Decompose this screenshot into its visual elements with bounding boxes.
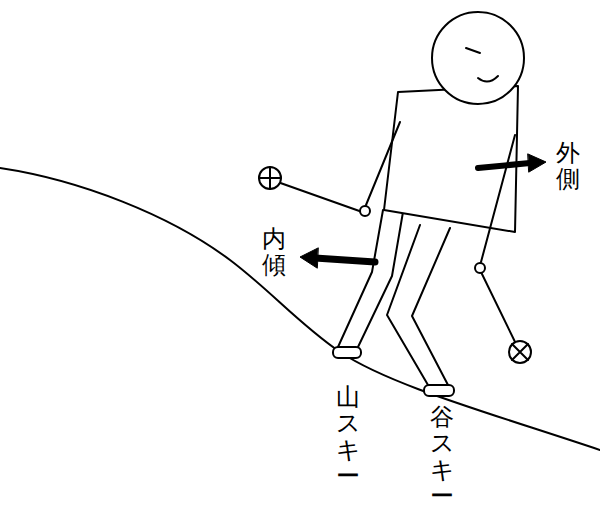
right-basket: [509, 341, 531, 363]
left-pole: [272, 180, 365, 213]
body: [384, 86, 518, 232]
mountain-ski: [333, 347, 361, 358]
direction-label: 内傾: [262, 226, 286, 279]
ski-label: 山スキー: [336, 384, 360, 490]
outward-arrow-head: [528, 154, 546, 172]
outward-arrow-shaft: [478, 163, 530, 168]
head: [432, 12, 524, 104]
direction-label: 外側: [556, 140, 580, 193]
left-basket: [259, 167, 281, 189]
valley-ski: [424, 385, 454, 396]
valley-leg: [387, 225, 450, 385]
right-hand: [475, 263, 485, 273]
right-basket-cross: [512, 344, 528, 360]
eye: [466, 48, 480, 53]
ski-label: 谷スキー: [430, 404, 454, 510]
inward-arrow-head: [300, 248, 318, 268]
right-pole: [481, 272, 518, 348]
right-arm: [481, 135, 515, 262]
smile: [478, 76, 498, 82]
inward-arrow-shaft: [315, 258, 375, 262]
left-hand: [360, 206, 370, 216]
left-arm: [366, 122, 400, 205]
left-basket-cross: [259, 167, 281, 189]
